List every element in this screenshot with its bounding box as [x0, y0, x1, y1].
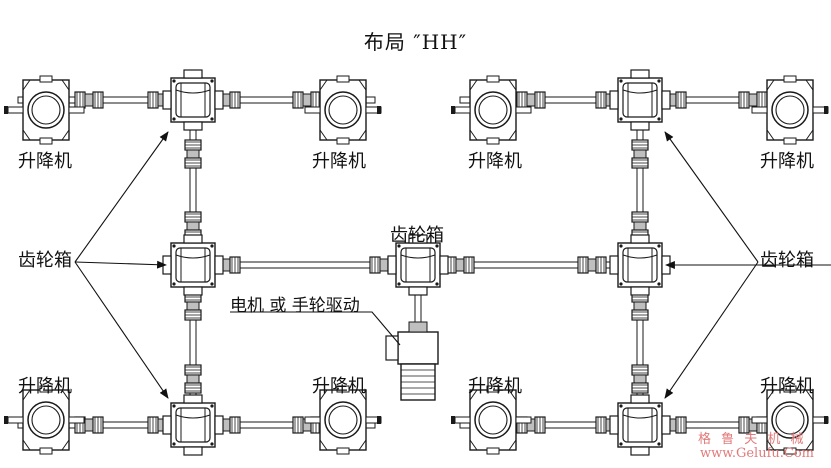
gearbox-top-left — [162, 69, 224, 131]
arrow-right-to-top-gearbox — [664, 131, 759, 263]
gearbox-top-right — [609, 69, 671, 131]
gearbox-bottom-right — [609, 394, 671, 456]
coupling-h-3 — [292, 91, 322, 109]
gearbox-label-left: 齿轮箱 — [18, 250, 72, 271]
gearbox-middle-left — [162, 234, 224, 296]
coupling-v-6 — [631, 291, 649, 321]
arrow-left-to-top-gearbox — [74, 131, 169, 263]
jack-label-bl-right: 升降机 — [312, 376, 366, 397]
coupling-v-2 — [184, 291, 202, 321]
coupling-v-7 — [631, 364, 649, 394]
jack-top-left-outer — [4, 75, 85, 145]
jack-bottom-left-outer — [4, 385, 85, 455]
jack-top-left-inner — [304, 75, 382, 145]
jack-top-right-outer — [751, 75, 829, 145]
coupling-h-4 — [516, 91, 546, 109]
jack-label-tr-left: 升降机 — [468, 151, 522, 172]
coupling-h-0 — [74, 91, 104, 109]
coupling-h-18 — [445, 256, 475, 274]
coupling-v-0 — [184, 139, 202, 169]
drive-motor — [385, 321, 439, 401]
arrow-left-to-middle-gearbox — [74, 260, 167, 269]
coupling-v-3 — [184, 364, 202, 394]
arrow-right-to-bottom-gearbox — [664, 261, 759, 399]
jack-label-tl-left: 升降机 — [18, 151, 72, 172]
jack-top-right-inner — [451, 75, 532, 145]
jack-label-bl-left: 升降机 — [18, 376, 72, 397]
gearbox-bottom-left — [162, 394, 224, 456]
drive-label-leader — [230, 311, 401, 346]
gearbox-center — [387, 234, 449, 296]
gearbox-label-center: 齿轮箱 — [390, 225, 444, 246]
jack-label-tl-right: 升降机 — [312, 151, 366, 172]
arrow-left-to-bottom-gearbox — [74, 261, 169, 399]
coupling-h-19 — [577, 256, 607, 274]
jack-bottom-left-inner — [304, 385, 382, 455]
watermark-url: www.Gelufu.Com — [700, 446, 814, 461]
jack-label-tr-right: 升降机 — [760, 151, 814, 172]
coupling-v-4 — [631, 139, 649, 169]
drive-label: 电机 或 手轮驱动 — [230, 296, 360, 316]
jack-label-br-left: 升降机 — [468, 376, 522, 397]
layout-title: 布局 ″HH″ — [363, 30, 468, 54]
jack-bottom-right-outer — [751, 385, 829, 455]
gearbox-label-right: 齿轮箱 — [760, 250, 814, 271]
watermark-cn: 格 鲁 夫 机 械 — [698, 432, 807, 447]
coupling-h-7 — [738, 91, 768, 109]
jack-bottom-right-inner — [451, 385, 532, 455]
gearbox-middle-right — [609, 234, 671, 296]
jack-label-br-right: 升降机 — [760, 376, 814, 397]
